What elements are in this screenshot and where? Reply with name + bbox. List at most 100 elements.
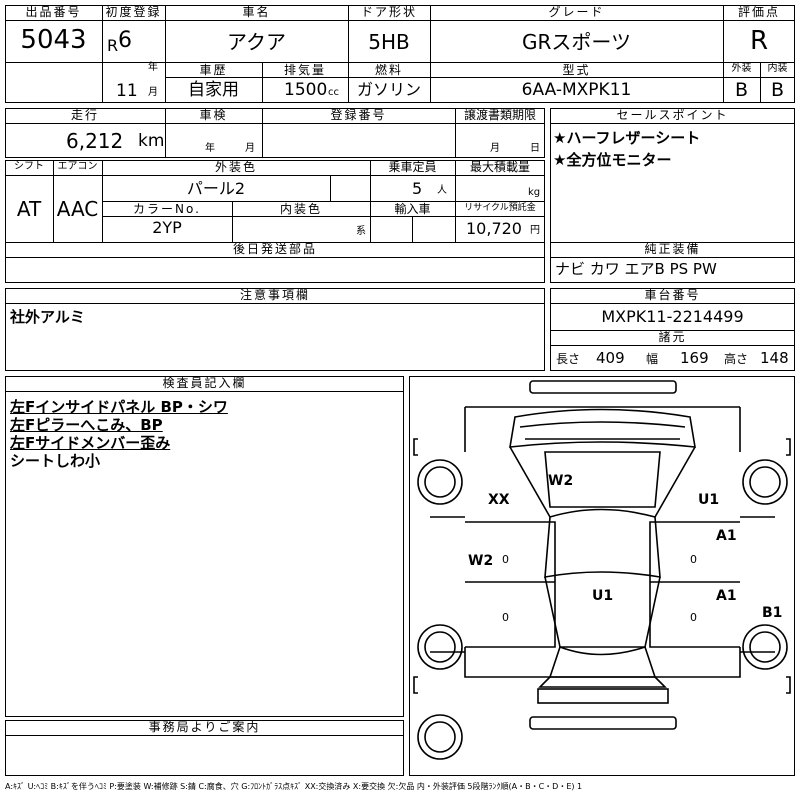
row-divider	[5, 123, 545, 124]
shift-label: シフト	[14, 161, 44, 172]
header-divider	[5, 62, 102, 63]
equipment-block	[550, 242, 795, 283]
row-divider	[5, 303, 545, 304]
damage-mark-right-front-door: A1	[716, 528, 737, 544]
front-bumper	[529, 380, 677, 394]
transfer-day-unit: 日	[530, 143, 540, 154]
office-label: 事務局よりご案内	[148, 720, 261, 734]
rear-body	[464, 647, 741, 678]
exterior-grade: B	[734, 79, 749, 101]
row-divider	[550, 123, 795, 124]
damage-mark-left-front-door: W2	[468, 553, 494, 569]
tire-depth: 0	[690, 611, 697, 624]
row-divider	[550, 345, 795, 346]
row-divider	[5, 257, 545, 258]
height-label: 高さ	[724, 352, 749, 366]
legend: A:ｷｽﾞ U:ﾍｺﾐ B:ｷｽﾞを伴うﾍｺﾐ P:要塗装 W:補修跡 S:錆 …	[5, 782, 583, 791]
inspection-year-unit: 年	[205, 143, 215, 154]
capacity-label: 乗車定員	[388, 160, 437, 174]
row-divider	[5, 175, 545, 176]
rating: R	[749, 26, 769, 56]
row-divider	[550, 257, 795, 258]
mirror-marks	[413, 438, 791, 456]
rear-glass	[548, 645, 657, 678]
row-divider	[5, 391, 404, 392]
inspector-note: 左Fサイドメンバー歪み	[10, 434, 171, 452]
header-divider	[430, 62, 431, 103]
damage-mark-roof: U1	[592, 588, 614, 604]
history-label: 車歴	[199, 63, 228, 77]
tire-depth: 0	[502, 553, 509, 566]
color-no: 2YP	[152, 218, 182, 237]
rear-bumper	[537, 688, 669, 704]
model-label: 型式	[562, 63, 591, 77]
damage-mark-right-rear-door: A1	[716, 588, 737, 604]
history: 自家用	[188, 80, 239, 100]
color-no-label: カラーNo.	[133, 202, 201, 216]
notes-block	[5, 288, 545, 371]
col-divider	[53, 160, 54, 243]
capacity-unit: 人	[437, 185, 447, 196]
header-divider	[165, 77, 723, 78]
interior-color-label: 内装色	[279, 202, 322, 216]
col-divider	[370, 160, 371, 243]
door-label: ドア形状	[360, 5, 417, 19]
first-reg-label: 初度登録	[105, 5, 162, 19]
notes-label: 注意事項欄	[239, 288, 310, 302]
exterior-color-label: 外装色	[214, 160, 257, 174]
recycle-label: リサイクル預託金	[464, 203, 536, 213]
grade: GRスポーツ	[522, 30, 631, 54]
import-label: 輸入車	[394, 202, 431, 216]
displacement-unit: cc	[328, 87, 339, 98]
damage-mark-right-rear-wheel: B1	[762, 605, 783, 621]
width-label: 幅	[646, 352, 659, 366]
col-divider	[102, 160, 103, 243]
chassis-label: 車台番号	[644, 288, 701, 302]
exterior-grade-label: 外装	[731, 63, 752, 74]
dims-label: 諸元	[658, 330, 687, 344]
ac: AAC	[56, 197, 99, 221]
car-diagram: XX W2 U1 W2 A1 A1 U1 B1 0 0 0 0	[409, 376, 795, 776]
length: 409	[596, 349, 625, 367]
wheel-fr	[742, 459, 788, 505]
inspector-note: 左Fピラーへこみ、BP	[10, 416, 163, 434]
rating-label: 評価点	[737, 5, 780, 19]
length-label: 長さ	[556, 352, 581, 366]
selling-point: ★全方位モニター	[553, 151, 672, 169]
header-divider	[430, 5, 431, 62]
model: 6AA-MXPK11	[521, 80, 632, 100]
displacement: 1500	[284, 80, 328, 100]
wheel-rr	[742, 624, 788, 670]
grade-label: グレード	[548, 5, 605, 19]
reg-year: 6	[118, 28, 132, 53]
notes-value: 社外アルミ	[10, 308, 85, 326]
parts-label: 後日発送部品	[232, 242, 317, 256]
interior-color-unit: 系	[356, 226, 366, 237]
capacity: 5	[412, 179, 423, 198]
col-divider	[330, 175, 331, 201]
row-divider	[102, 216, 545, 217]
reg-no-label: 登録番号	[330, 108, 387, 122]
header-divider	[102, 62, 795, 63]
inspector-label: 検査員記入欄	[162, 376, 247, 390]
interior-grade-label: 内装	[767, 63, 788, 74]
max-load-label: 最大積載量	[469, 160, 530, 174]
header-divider	[5, 20, 795, 21]
rear-marks	[413, 676, 791, 694]
mileage: 6,212	[66, 129, 124, 153]
fuel: ガソリン	[356, 80, 421, 99]
col-divider	[455, 108, 456, 158]
hood-panel	[544, 451, 661, 508]
reg-month: 11	[116, 81, 138, 101]
col-divider	[412, 216, 413, 243]
office-block	[5, 720, 404, 776]
selling-point: ★ハーフレザーシート	[553, 129, 701, 147]
year-unit: 年	[148, 62, 158, 73]
col-divider	[262, 108, 263, 158]
mileage-unit: km	[138, 131, 165, 151]
left-doors	[465, 521, 556, 648]
header-divider	[348, 5, 349, 62]
front-windshield	[544, 508, 661, 578]
rear-bumper-bottom	[529, 716, 677, 730]
damage-mark-front-left: XX	[488, 492, 510, 508]
